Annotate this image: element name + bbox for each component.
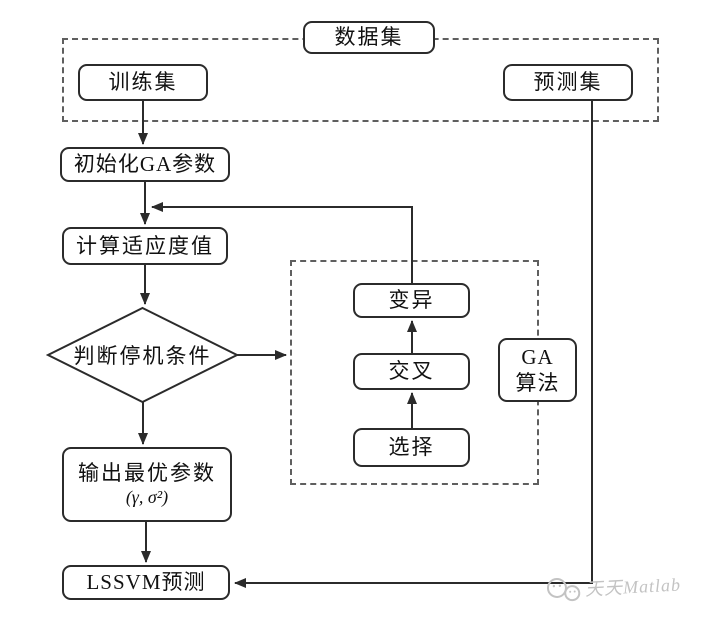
node-dataset: 数据集 <box>303 21 435 54</box>
node-decision: 判断停机条件 <box>46 306 239 404</box>
node-training-set-label: 训练集 <box>108 70 178 95</box>
node-init-ga-params-label: 初始化GA参数 <box>73 152 217 177</box>
watermark: 天天Matlab <box>545 570 681 603</box>
node-mutation-label: 变异 <box>388 288 435 313</box>
decision-diamond-shape <box>46 306 239 404</box>
node-calc-fitness: 计算适应度值 <box>62 227 228 265</box>
node-output-params-label: 输出最优参数 <box>78 461 216 486</box>
node-output-params: 输出最优参数 (γ, σ²) <box>62 447 232 522</box>
node-crossover-label: 交叉 <box>388 359 435 384</box>
arrow-mutation-feedback <box>151 202 413 283</box>
watermark-text: 天天Matlab <box>584 574 682 600</box>
node-lssvm-predict-label: LSSVM预测 <box>86 570 206 595</box>
node-ga-algorithm-label-2: 算法 <box>515 371 560 395</box>
node-calc-fitness-label: 计算适应度值 <box>76 233 214 258</box>
node-init-ga-params: 初始化GA参数 <box>60 147 230 182</box>
node-output-params-symbols: (γ, σ²) <box>125 487 169 508</box>
node-selection-label: 选择 <box>388 435 435 460</box>
node-prediction-set: 预测集 <box>503 64 633 101</box>
wechat-icon <box>546 577 581 602</box>
node-ga-algorithm: GA 算法 <box>498 338 577 402</box>
node-mutation: 变异 <box>353 283 470 318</box>
node-selection: 选择 <box>353 428 470 467</box>
node-training-set: 训练集 <box>78 64 208 101</box>
node-lssvm-predict: LSSVM预测 <box>62 565 230 600</box>
node-prediction-set-label: 预测集 <box>533 70 603 95</box>
node-decision-label: 判断停机条件 <box>73 344 212 368</box>
node-ga-algorithm-label-1: GA <box>521 344 554 369</box>
node-crossover: 交叉 <box>353 353 470 390</box>
node-dataset-label: 数据集 <box>334 25 404 50</box>
arrow-predict-to-lssvm <box>234 101 593 588</box>
